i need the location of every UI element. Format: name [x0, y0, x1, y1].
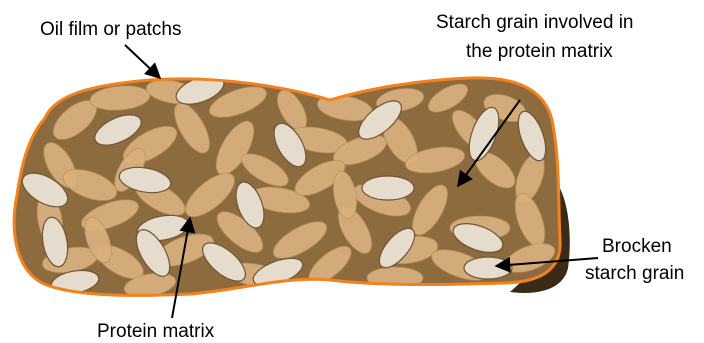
- starch-involved-label-line2: the protein matrix: [466, 41, 613, 62]
- starch-involved-label-line1: Starch grain involved in: [436, 12, 634, 33]
- broken-starch-label-line1: Brocken: [602, 236, 672, 257]
- oil-film-label: Oil film or patchs: [40, 19, 181, 40]
- starch-grain: [362, 176, 414, 200]
- protein-matrix-label: Protein matrix: [97, 321, 215, 342]
- oil-film-arrow: [125, 45, 160, 78]
- broken-starch-label-line2: starch grain: [585, 263, 684, 284]
- starch-grain: [464, 257, 512, 279]
